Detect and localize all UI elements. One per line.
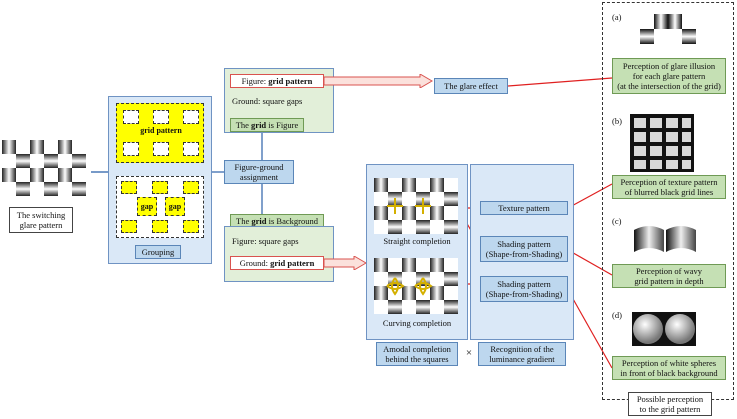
connector-glare-to-a: [507, 77, 613, 87]
top-figure-prefix: Figure:: [241, 76, 267, 86]
gap-figure: gap gap: [116, 176, 204, 238]
tag-b: (b): [612, 116, 622, 126]
bg-status-bold: grid: [251, 216, 267, 226]
connector-texture-to-b: [567, 183, 613, 209]
a-line2: for each glare pattern: [632, 71, 706, 81]
times-sign: ×: [465, 347, 473, 359]
wavy-grid-graphic: [634, 226, 696, 252]
tag-a: (a): [612, 12, 622, 22]
gap-label-2: gap: [168, 202, 182, 211]
gap-square-labeled: gap: [165, 197, 185, 216]
shading-pattern-box-2: Shading pattern (Shape-from-Shading): [480, 276, 568, 302]
curving-completion-label: Curving completion: [382, 318, 452, 328]
grid-is-figure-box: The grid is Figure: [230, 118, 304, 132]
b-line1: Perception of texture pattern: [620, 177, 718, 187]
spheres-graphic: [632, 312, 696, 346]
grid-square: [123, 142, 139, 156]
shading2-line2: (Shape-from-Shading): [485, 289, 563, 299]
status-prefix: The: [235, 120, 249, 130]
top-figure-bold: grid pattern: [268, 76, 313, 86]
caption-line2: glare pattern: [19, 220, 63, 230]
amodal-line1: Amodal completion: [383, 344, 451, 354]
shading1-line1: Shading pattern: [497, 239, 551, 249]
d-line2: in front of black background: [620, 368, 718, 378]
figure-ground-box: Figure-ground assignment: [224, 160, 294, 184]
caption-line1: The switching: [16, 210, 66, 220]
gap-square: [121, 181, 137, 194]
bg-status-suffix: is Background: [268, 216, 318, 226]
gap-label-1: gap: [140, 202, 154, 211]
status-suffix: is Figure: [268, 120, 299, 130]
possible-perception-caption: Possible perception to the grid pattern: [628, 392, 712, 416]
bottom-figure-text: Figure: square gaps: [232, 236, 326, 246]
grid-pattern-figure: grid pattern: [116, 103, 204, 163]
footer-line1: Possible perception: [636, 394, 704, 404]
bottom-figure-text-span: Figure: square gaps: [232, 236, 299, 246]
gap-square: [183, 181, 199, 194]
arrow-to-completion: [324, 256, 367, 270]
grid-pattern-label: grid pattern: [140, 126, 182, 135]
glare-effect-text: The glare effect: [444, 81, 498, 91]
d-line1: Perception of white spheres: [621, 358, 717, 368]
glare-effect-box: The glare effect: [434, 78, 508, 94]
grouping-label-text: Grouping: [141, 247, 175, 257]
gap-square: [152, 220, 168, 233]
gap-square: [152, 181, 168, 194]
bottom-ground-bold: grid pattern: [270, 258, 315, 268]
luminance-line1: Recognition of the: [490, 344, 554, 354]
figure-ground-line2: assignment: [239, 172, 279, 182]
a-line1: Perception of glare illusion: [622, 61, 716, 71]
shading-pattern-box-1: Shading pattern (Shape-from-Shading): [480, 236, 568, 262]
perception-b-box: Perception of texture pattern of blurred…: [612, 175, 726, 199]
glare-pattern-graphic: [2, 140, 86, 196]
grid-square: [183, 110, 199, 124]
switching-glare-image: [2, 140, 90, 200]
grid-square: [183, 142, 199, 156]
perception-d-box: Perception of white spheres in front of …: [612, 356, 726, 380]
bg-status-prefix: The: [236, 216, 250, 226]
luminance-box: Recognition of the luminance gradient: [478, 342, 566, 366]
shading1-line2: (Shape-from-Shading): [485, 249, 563, 259]
switching-glare-caption: The switching glare pattern: [9, 207, 73, 233]
straight-completion-label: Straight completion: [383, 236, 451, 246]
grid-square: [123, 110, 139, 124]
a-line3: (at the intersection of the grid): [617, 81, 721, 91]
footer-line2: to the grid pattern: [639, 404, 701, 414]
top-ground-text: Ground: square gaps: [232, 96, 326, 106]
straight-completion-graphic: [374, 178, 458, 234]
top-figure-box: Figure: grid pattern: [230, 74, 324, 88]
tag-c: (c): [612, 216, 622, 226]
arrow-to-glare: [324, 74, 433, 88]
luminance-line2: luminance gradient: [489, 354, 555, 364]
gap-square: [183, 220, 199, 233]
gap-square-labeled: gap: [137, 197, 157, 216]
texture-text: Texture pattern: [498, 203, 550, 213]
status-bold: grid: [251, 120, 267, 130]
bottom-ground-box: Ground: grid pattern: [230, 256, 324, 270]
c-line2: grid pattern in depth: [634, 276, 704, 286]
amodal-line2: behind the squares: [385, 354, 449, 364]
amodal-box: Amodal completion behind the squares: [376, 342, 458, 366]
tag-d: (d): [612, 310, 622, 320]
bottom-ground-prefix: Ground:: [239, 258, 269, 268]
connector-shading2-to-d: [567, 289, 613, 369]
grid-is-background-box: The grid is Background: [230, 214, 324, 228]
glare-single-graphic: [640, 14, 696, 44]
bottom-branch-panel: [224, 226, 334, 282]
grid-square: [153, 110, 169, 124]
gap-square: [121, 220, 137, 233]
curving-completion-graphic: [374, 258, 458, 314]
texture-grid-graphic: [630, 114, 694, 172]
connector-shading1-to-c: [567, 249, 613, 276]
texture-pattern-box: Texture pattern: [480, 201, 568, 215]
grouping-label: Grouping: [135, 245, 181, 259]
shading2-line1: Shading pattern: [497, 279, 551, 289]
c-line1: Perception of wavy: [635, 266, 703, 276]
b-line2: of blurred black grid lines: [624, 187, 714, 197]
grid-square: [153, 142, 169, 156]
perception-c-box: Perception of wavy grid pattern in depth: [612, 264, 726, 288]
perception-a-box: Perception of glare illusion for each gl…: [612, 58, 726, 94]
figure-ground-line1: Figure-ground: [234, 162, 284, 172]
top-ground-text-span: Ground: square gaps: [232, 96, 303, 106]
